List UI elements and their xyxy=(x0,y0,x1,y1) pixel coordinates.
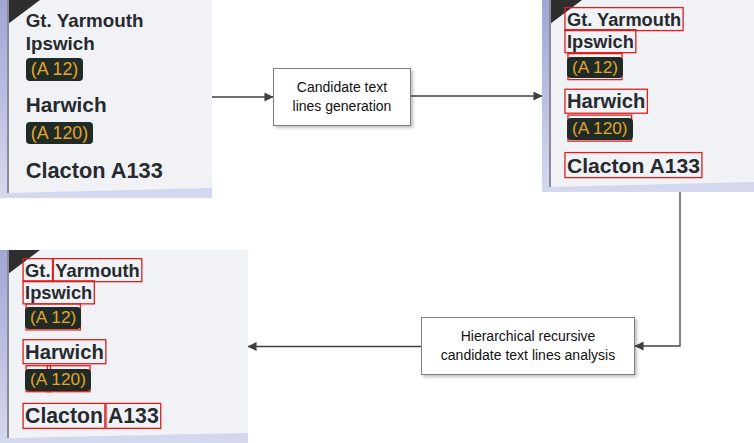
sign-text: Clacton A133 xyxy=(26,158,163,183)
detection-box xyxy=(23,281,94,304)
flow-arrow xyxy=(248,346,421,347)
flow-arrow xyxy=(411,95,542,96)
sign-photo: Gt. YarmouthIpswich (A 12) Harwich (A 120) C… xyxy=(542,0,754,192)
sign-photo: Gt. YarmouthIpswich (A 12) Harwich (A 120) C… xyxy=(0,0,212,198)
route-number: (A 12) xyxy=(567,57,623,79)
sign-text: Ipswich xyxy=(26,33,95,55)
detection-box xyxy=(23,340,106,364)
route-number: (A 12) xyxy=(26,58,84,80)
sign-text: Gt. Yarmouth xyxy=(26,10,144,32)
detection-box xyxy=(565,89,647,113)
detection-box xyxy=(565,8,683,31)
sign-photo: Gt. YarmouthIpswich (A 12) Harwich (A 120) C… xyxy=(0,250,248,443)
flow-arrow xyxy=(212,96,273,97)
detection-box xyxy=(106,403,161,428)
detection-box xyxy=(23,259,52,282)
detection-box xyxy=(47,366,90,392)
detection-box xyxy=(565,30,636,53)
sign-edge xyxy=(549,0,551,187)
route-number: (A 120) xyxy=(26,122,93,144)
sign-text: Harwich xyxy=(567,90,645,113)
detection-box xyxy=(565,153,702,178)
sign-text: Harwich xyxy=(26,93,107,117)
sign-text: Ipswich xyxy=(567,32,634,53)
sign-text: Clacton A133 xyxy=(25,404,159,428)
route-number: (A 120) xyxy=(567,118,633,140)
detection-box xyxy=(53,259,142,282)
sign-edge xyxy=(7,250,9,438)
sky xyxy=(542,0,754,192)
sign-text: Ipswich xyxy=(25,282,92,303)
detection-box xyxy=(23,403,105,428)
sign-text: Gt. Yarmouth xyxy=(567,10,681,31)
sign-panel xyxy=(8,0,212,193)
detection-box xyxy=(26,304,80,330)
sky xyxy=(0,0,212,198)
route-number: (A 120) xyxy=(25,369,91,391)
detection-box xyxy=(568,54,622,80)
sky xyxy=(0,250,248,443)
sign-edge xyxy=(7,0,9,193)
sign-panel xyxy=(550,0,754,187)
sign-text: Gt. Yarmouth xyxy=(25,260,140,281)
sign-panel xyxy=(8,250,248,438)
process-label: Hierarchical recursive candidate text li… xyxy=(429,327,627,365)
flow-arrow xyxy=(635,192,680,346)
process-label: Candidate text lines generation xyxy=(281,78,403,116)
detection-box xyxy=(568,115,632,141)
detection-box xyxy=(26,366,50,392)
route-number: (A 12) xyxy=(25,307,81,329)
process-box: Candidate text lines generation xyxy=(273,68,411,126)
sign-text: Clacton A133 xyxy=(567,154,700,178)
sign-text: Harwich xyxy=(25,341,104,364)
process-box: Hierarchical recursive candidate text li… xyxy=(421,317,635,375)
